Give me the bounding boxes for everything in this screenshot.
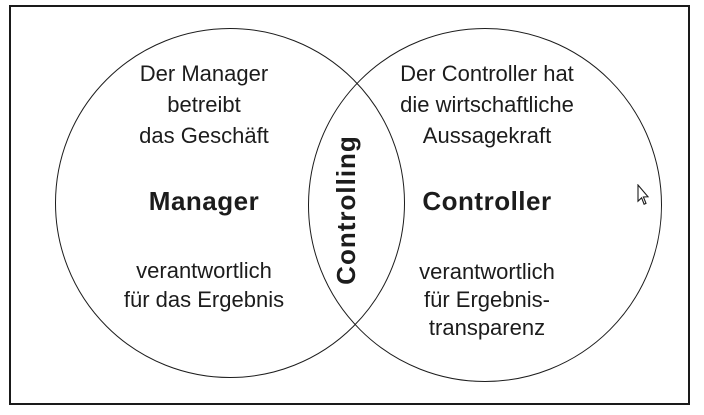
controller-circle [308, 28, 662, 382]
controller-responsibility-line: für Ergebnis- [424, 287, 550, 312]
manager-responsibility-line: für das Ergebnis [123, 287, 285, 312]
diagram-frame [9, 5, 690, 405]
manager-description-line: Der Manager [139, 61, 269, 86]
controller-title: Controller [422, 186, 552, 216]
controller-description-line: Der Controller hat [400, 61, 574, 86]
controller-description-line: Aussagekraft [422, 123, 552, 148]
manager-responsibility: verantwortlich für das Ergebnis [64, 256, 344, 314]
manager-description-line: das Geschäft [139, 123, 269, 148]
manager-title: Manager [148, 186, 260, 216]
controller-description: Der Controller hat die wirtschaftliche A… [347, 58, 627, 151]
controller-description-line: die wirtschaftliche [400, 92, 574, 117]
controller-responsibility-line: verantwortlich [419, 259, 555, 284]
manager-responsibility-line: verantwortlich [136, 258, 272, 283]
manager-description: Der Manager betreibt das Geschäft [64, 58, 344, 151]
controller-responsibility-line: transparenz [428, 315, 546, 340]
controller-responsibility: verantwortlich für Ergebnis- transparenz [347, 258, 627, 342]
manager-description-line: betreibt [167, 92, 241, 117]
